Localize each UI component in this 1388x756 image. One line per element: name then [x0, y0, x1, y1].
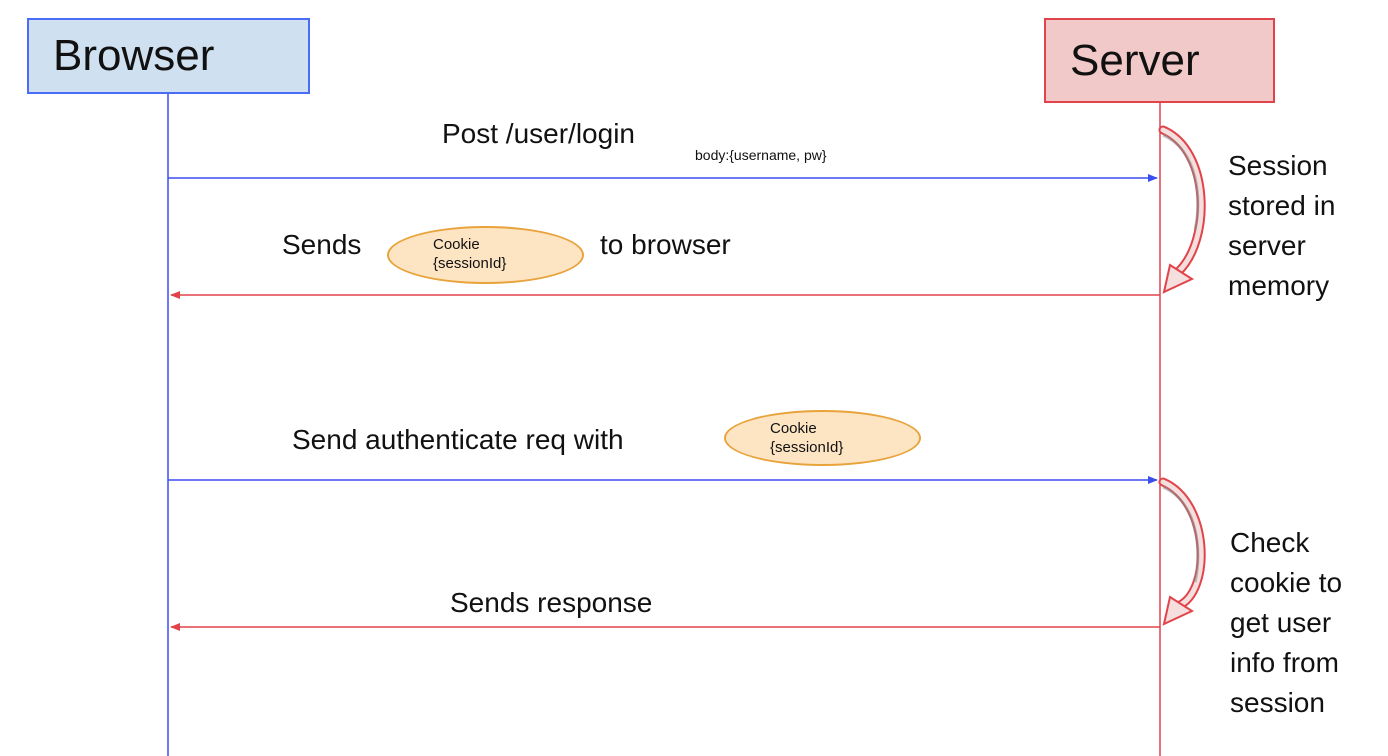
note-line: stored in	[1228, 190, 1336, 221]
note-line: info from	[1230, 647, 1339, 678]
browser-actor-box: Browser	[27, 18, 310, 94]
server-actor-box: Server	[1044, 18, 1275, 103]
cookie-badge: Cookie {sessionId}	[387, 226, 584, 284]
cookie-title: Cookie	[770, 420, 817, 437]
login-request-label: Post /user/login	[442, 118, 635, 149]
auth-request-label: Send authenticate req with	[292, 424, 624, 455]
curved-arrow-session-icon	[1158, 125, 1206, 294]
cookie-badge-auth: Cookie {sessionId}	[724, 410, 921, 466]
note-line: session	[1230, 687, 1325, 718]
note-line: Check	[1230, 527, 1310, 558]
browser-actor-label: Browser	[53, 31, 215, 80]
cookie-session-id: {sessionId}	[770, 439, 844, 456]
curved-arrow-check-icon	[1158, 477, 1206, 626]
note-line: cookie to	[1230, 567, 1343, 598]
sends-suffix-label: to browser	[600, 229, 731, 260]
note-line: Session	[1228, 150, 1328, 181]
final-response-label: Sends response	[450, 587, 653, 618]
server-actor-label: Server	[1070, 35, 1200, 85]
note-line: memory	[1228, 270, 1330, 301]
login-body-label: body:{username, pw}	[695, 147, 827, 163]
note-line: get user	[1230, 607, 1332, 638]
cookie-session-id: {sessionId}	[433, 255, 507, 272]
check-cookie-note: Check cookie to get user info from sessi…	[1230, 523, 1342, 723]
sends-prefix-label: Sends	[282, 229, 362, 260]
note-line: server	[1228, 230, 1306, 261]
cookie-title: Cookie	[433, 236, 480, 253]
session-stored-note: Session stored in server memory	[1228, 146, 1335, 306]
